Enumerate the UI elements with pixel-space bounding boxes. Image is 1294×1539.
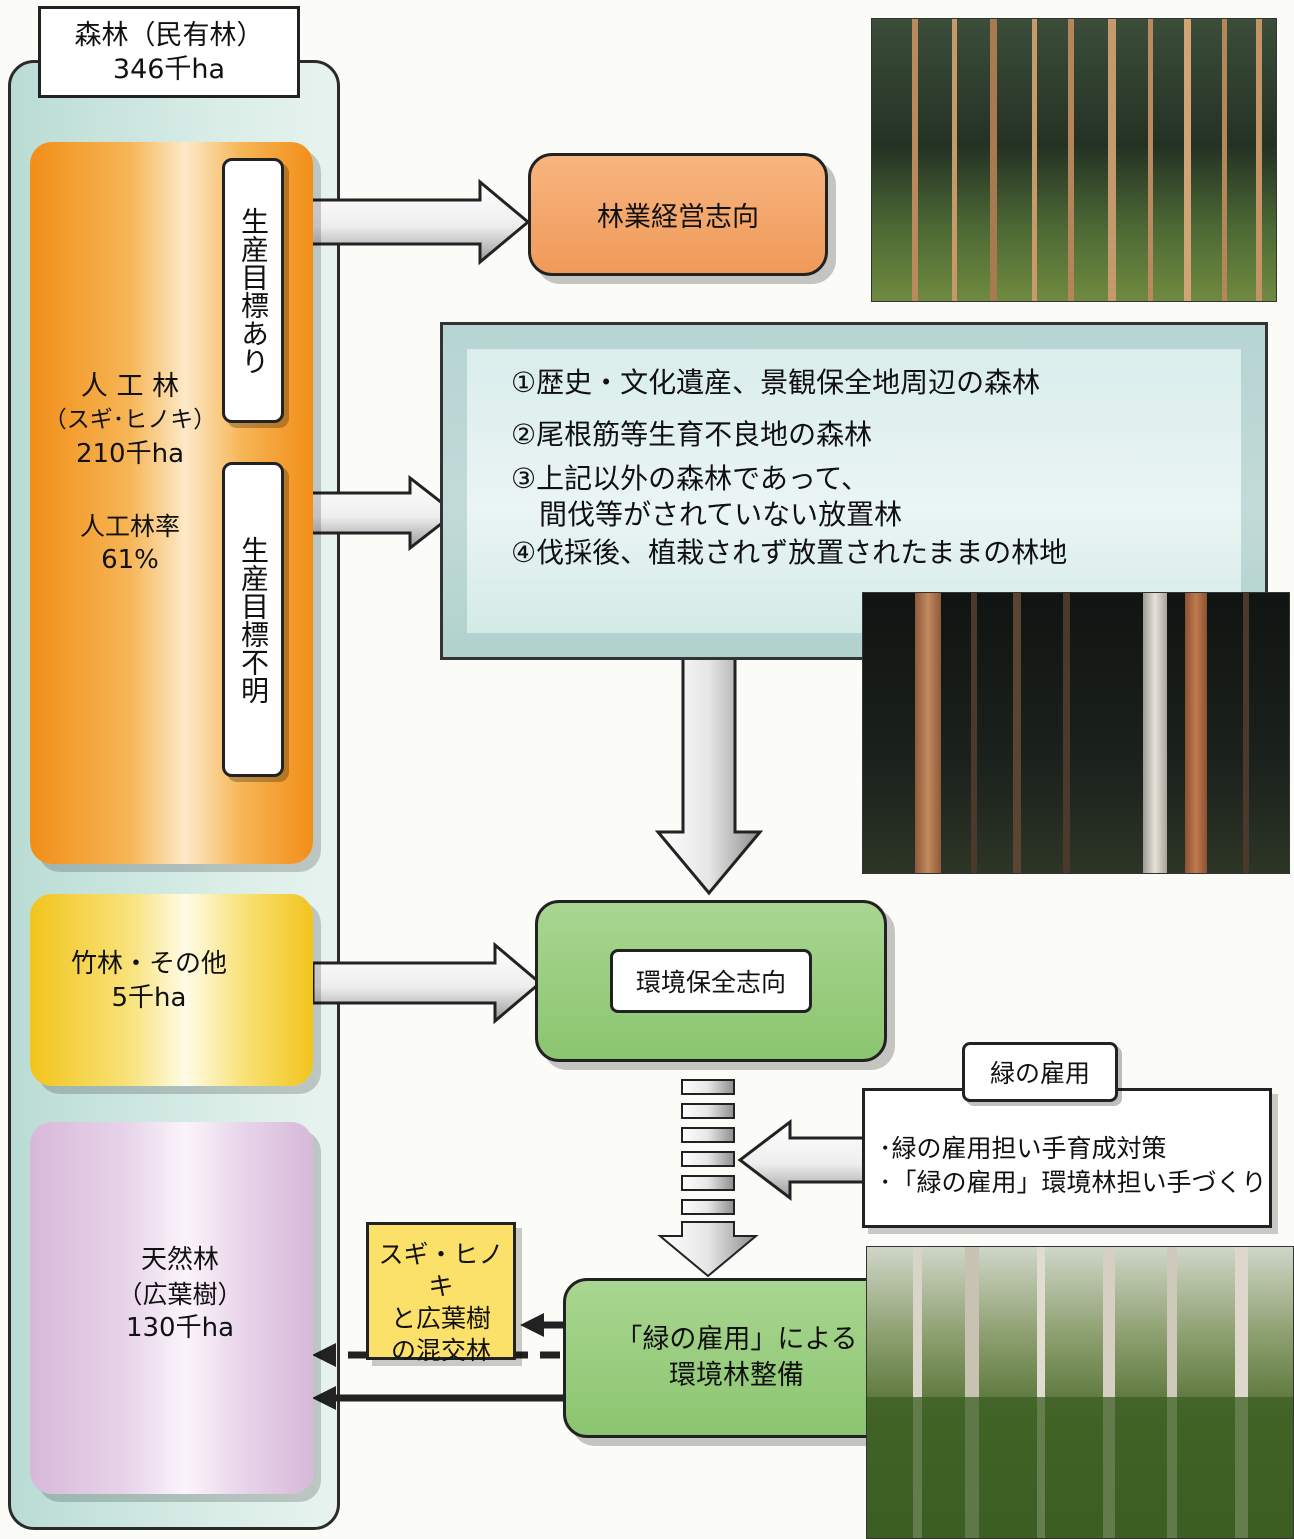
env-forest-work-box: 「緑の雇用」による 環境林整備 bbox=[563, 1278, 910, 1438]
criteria-item-1: ①歴史・文化遺産、景観保全地周辺の森林 bbox=[511, 366, 1041, 399]
arrow-criteria-to-env bbox=[654, 648, 764, 896]
mixed-forest-line-1: スギ・ヒノキ bbox=[378, 1240, 504, 1301]
env-forest-work-line-1: 「緑の雇用」による bbox=[615, 1324, 858, 1355]
arrow-env-to-forest-work bbox=[657, 1079, 759, 1278]
planted-forest-area: 210千ha bbox=[75, 439, 185, 469]
bamboo-name: 竹林・その他 bbox=[70, 949, 227, 979]
green-employment-item-1: ･緑の雇用担い手育成対策 bbox=[879, 1134, 1167, 1163]
planted-forest-name: 人 工 林 bbox=[80, 371, 180, 402]
forest-total-area: 346千ha bbox=[112, 54, 226, 85]
criteria-item-2: ②尾根筋等生育不良地の森林 bbox=[511, 418, 873, 451]
criteria-item-3-cont: 間伐等がされていない放置林 bbox=[539, 498, 903, 531]
green-employment-item-2: ･「緑の雇用」環境林担い手づくり bbox=[879, 1168, 1267, 1197]
arrow-to-forestry bbox=[283, 178, 531, 266]
mixed-forest-line-3: の混交林 bbox=[390, 1336, 491, 1365]
planted-rate-value: 61% bbox=[101, 545, 159, 575]
env-oriented-label: 環境保全志向 bbox=[610, 949, 812, 1013]
natural-forest-area: 130千ha bbox=[125, 1313, 235, 1343]
photo-managed-forest bbox=[871, 18, 1277, 302]
natural-forest-name: 天然林 bbox=[140, 1245, 219, 1275]
photo-environmental-forest bbox=[866, 1246, 1294, 1539]
planted-forest-species: （スギ･ヒノキ） bbox=[43, 407, 217, 433]
criteria-item-4: ④伐採後、植栽されず放置されたままの林地 bbox=[511, 536, 1068, 569]
mixed-forest-line-2: と広葉樹 bbox=[390, 1304, 491, 1333]
green-employment-title: 緑の雇用 bbox=[962, 1042, 1118, 1102]
planted-rate-label: 人工林率 bbox=[79, 512, 180, 541]
bamboo-area: 5千ha bbox=[111, 983, 187, 1013]
arrow-bamboo-to-env bbox=[311, 941, 543, 1025]
goal-unknown-label: 生産目標不明 bbox=[222, 462, 284, 777]
forestry-oriented-label: 林業経営志向 bbox=[597, 202, 759, 233]
natural-forest-species: （広葉樹） bbox=[117, 1280, 243, 1309]
forestry-oriented-box: 林業経営志向 bbox=[528, 153, 828, 276]
bamboo-block: 竹林・その他 5千ha bbox=[30, 894, 313, 1086]
photo-neglected-forest bbox=[862, 592, 1290, 874]
env-forest-work-line-2: 環境林整備 bbox=[669, 1360, 804, 1391]
forest-total-title: 森林（民有林） bbox=[74, 20, 264, 51]
forest-total-box: 森林（民有林） 346千ha bbox=[38, 6, 300, 98]
goal-yes-label: 生産目標あり bbox=[222, 158, 284, 423]
arrow-employment-left bbox=[737, 1118, 870, 1202]
criteria-item-3: ③上記以外の森林であって、 bbox=[511, 462, 870, 495]
green-employment-box: ･緑の雇用担い手育成対策 ･「緑の雇用」環境林担い手づくり bbox=[862, 1088, 1272, 1228]
env-oriented-box: 環境保全志向 bbox=[535, 900, 887, 1062]
mixed-forest-box: スギ・ヒノキ と広葉樹 の混交林 bbox=[366, 1222, 516, 1365]
natural-forest-block: 天然林 （広葉樹） 130千ha bbox=[30, 1122, 313, 1494]
